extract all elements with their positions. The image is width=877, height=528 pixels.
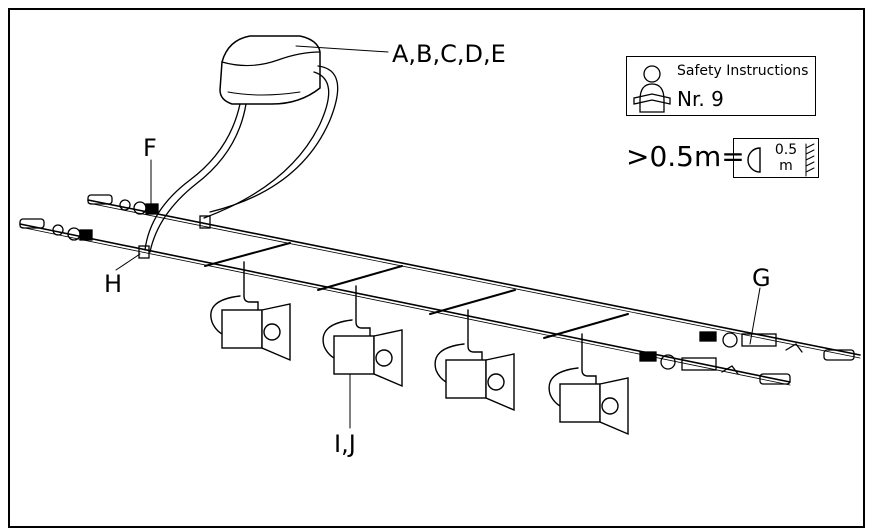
spotlight-1: [210, 261, 291, 362]
anchor-back-left: [87, 194, 159, 215]
transformer-box: [219, 35, 321, 105]
tensioner-back-right: [699, 331, 855, 361]
person-reading-icon: [633, 65, 671, 113]
wall-hatch-icon: [805, 143, 815, 177]
clip-front: [138, 245, 150, 259]
label-clip-h: H: [104, 270, 122, 298]
distance-icon-box: 0.5 m: [733, 138, 819, 178]
distance-unit: m: [779, 158, 793, 174]
leader-h: [115, 253, 141, 271]
spotlight-2: [322, 285, 403, 388]
spotlight-4: [548, 333, 629, 436]
leader-controller: [295, 45, 389, 53]
label-spotlight: I,J: [334, 430, 356, 458]
diagram-stage: A,B,C,D,E F G H I,J Safety Instructions …: [8, 8, 865, 528]
distance-value: 0.5: [774, 142, 798, 158]
cross-bars: [204, 242, 629, 339]
label-controller: A,B,C,D,E: [392, 40, 506, 68]
back-wire: [87, 199, 861, 359]
leader-g: [749, 287, 761, 345]
clip-back: [199, 215, 211, 229]
installation-drawing: A,B,C,D,E F G H I,J: [19, 35, 861, 458]
power-cables: [144, 65, 339, 253]
safety-title: Safety Instructions: [677, 63, 809, 79]
safety-instructions-box: Safety Instructions Nr. 9: [626, 56, 816, 116]
tensioner-front-right: [639, 351, 791, 385]
safety-number: Nr. 9: [677, 87, 724, 111]
label-clamp-f: F: [143, 134, 157, 162]
spotlight-3: [434, 309, 515, 412]
spotlight-distance-icon: [747, 147, 761, 173]
distance-label: >0.5m=: [626, 140, 745, 173]
label-tensioner-g: G: [752, 264, 771, 292]
anchor-front-left: [19, 218, 93, 241]
